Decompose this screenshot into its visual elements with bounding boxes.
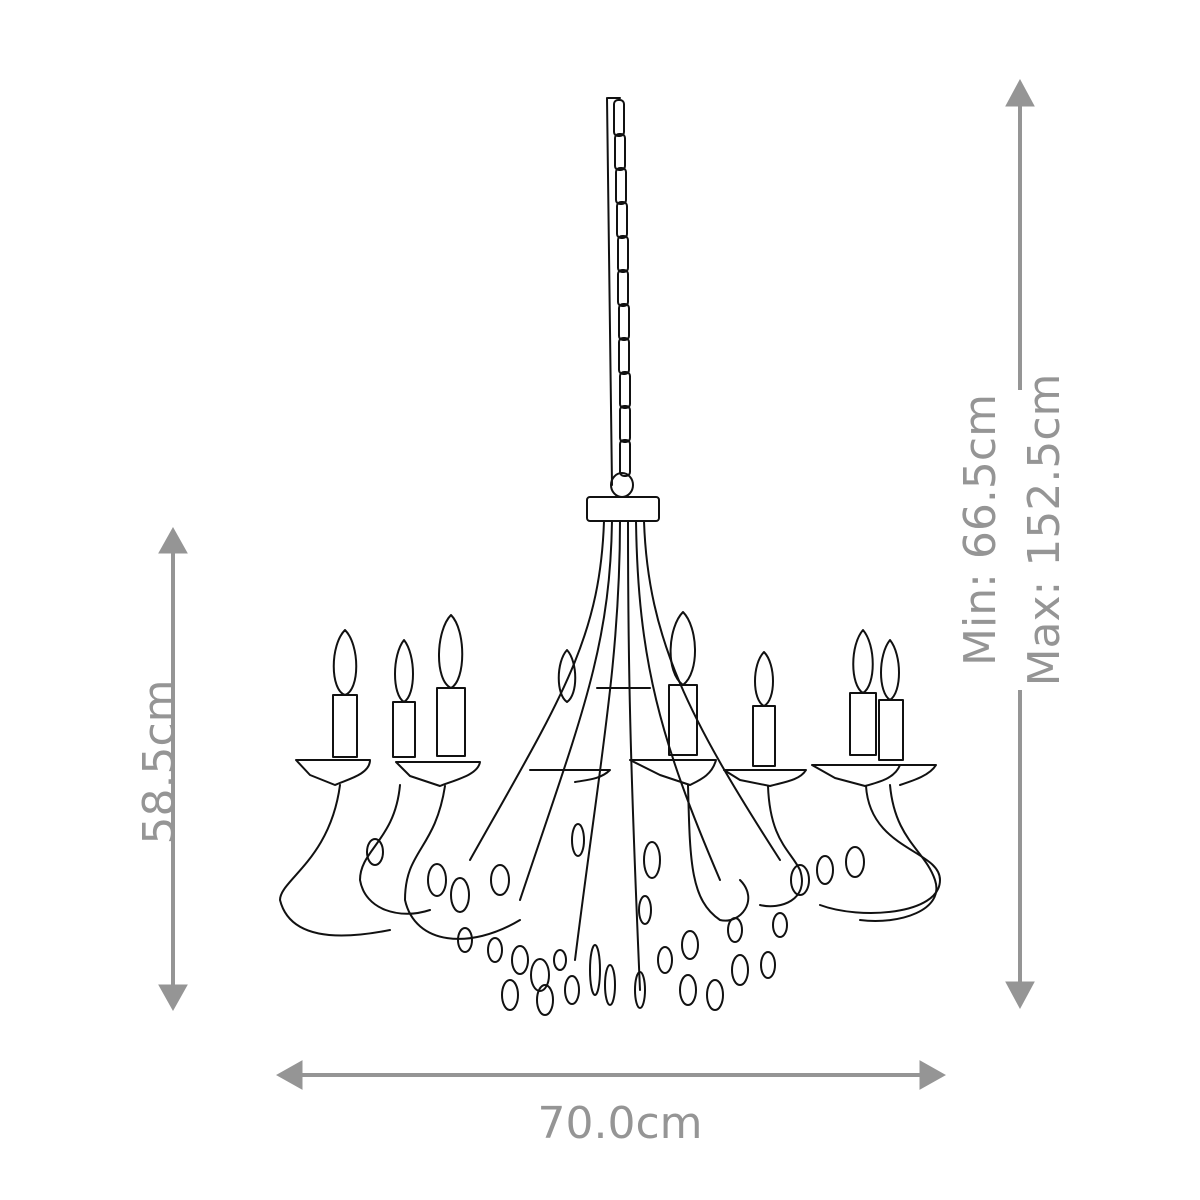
candle-7	[811, 629, 941, 914]
candle-5	[629, 611, 750, 922]
chandelier	[279, 97, 941, 1016]
overall-height-min-label: Min: 66.5cm	[955, 394, 1006, 666]
candle-2	[359, 639, 431, 915]
canopy	[586, 496, 660, 522]
width-arrow	[275, 1060, 947, 1090]
height-arrow	[158, 526, 188, 1012]
crystal-drops	[366, 823, 865, 1016]
body-height-label: 58.5cm	[134, 679, 185, 845]
width-label: 70.0cm	[537, 1098, 703, 1149]
candle-1	[279, 629, 391, 937]
overall-height-max-label: Max: 152.5cm	[1019, 373, 1070, 687]
candle-3	[395, 614, 521, 940]
chain	[606, 97, 634, 498]
candle-4	[529, 649, 611, 783]
candle-6	[723, 651, 807, 908]
candle-8	[859, 639, 938, 922]
overall-height-arrow	[1005, 78, 1035, 1010]
